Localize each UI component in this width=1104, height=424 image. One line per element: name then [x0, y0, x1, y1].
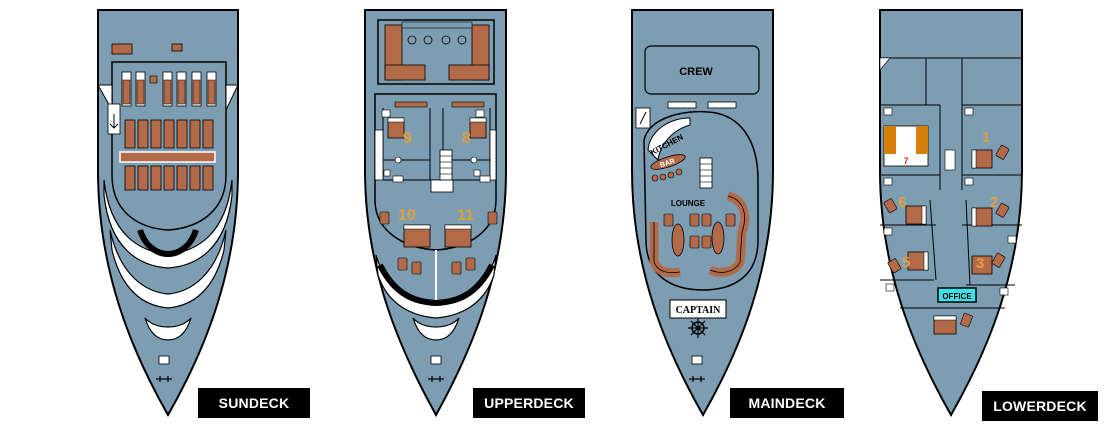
cabin-number-3: 3 — [976, 255, 984, 272]
cabin-number-8: 8 — [462, 130, 471, 147]
cabin-number-6: 6 — [898, 194, 906, 211]
room-label-lounge: LOUNGE — [671, 199, 706, 208]
cabin-number-9: 9 — [403, 130, 412, 147]
cabin-number-7: 7 — [903, 156, 908, 166]
deck-label-upperdeck: UPPERDECK — [473, 388, 585, 418]
lowerdeck-plan: 7 1 6 2 5 — [879, 9, 1023, 418]
ship-wheel-icon — [688, 318, 708, 338]
cabin-number-1: 1 — [982, 129, 990, 146]
cabin-number-5: 5 — [902, 254, 910, 271]
office-label: OFFICE — [942, 292, 972, 301]
room-label-crew: CREW — [679, 66, 713, 78]
maindeck-plan: CREW KITCHEN BAR LOUNGE — [631, 9, 774, 418]
upperdeck-plan: 9 8 10 11 — [364, 9, 507, 418]
room-label-bar: BAR — [659, 158, 676, 169]
room-label-captain: CAPTAIN — [676, 305, 722, 316]
deck-label-sundeck: SUNDECK — [198, 388, 310, 418]
deck-label-maindeck: MAINDECK — [730, 388, 844, 418]
lowerdeck-hull — [879, 9, 1023, 418]
cabin-number-2: 2 — [990, 194, 998, 211]
deck-label-lowerdeck: LOWERDECK — [982, 391, 1098, 421]
cabin-number-11: 11 — [457, 207, 474, 224]
sundeck-plan — [97, 9, 239, 418]
cabin-number-10: 10 — [398, 207, 416, 224]
